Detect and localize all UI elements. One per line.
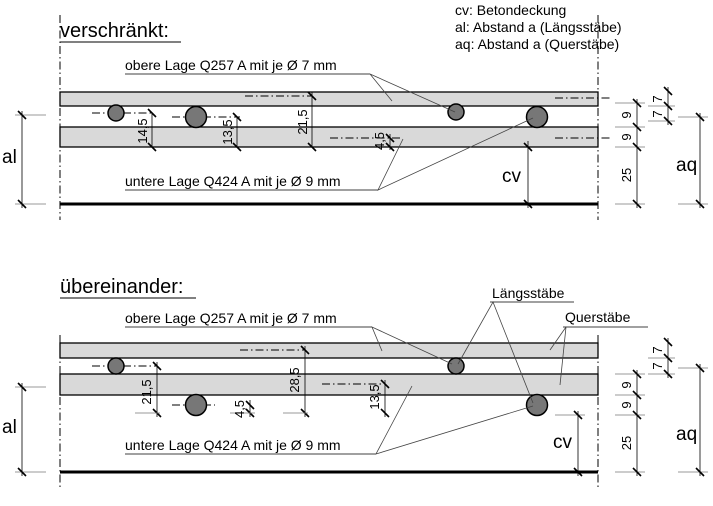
laengsstaebe-label: Längsstäbe <box>492 285 565 301</box>
section-uebereinander: übereinander: obere Lage Q257 A mit je Ø… <box>2 276 708 490</box>
dim-9: 9 <box>619 133 634 140</box>
dim-14-5: 14,5 <box>135 118 150 143</box>
rebar-longitudinal <box>525 393 549 417</box>
lower-layer-label: untere Lage Q424 A mit je Ø 9 mm <box>125 437 341 453</box>
al-label: al <box>2 417 17 438</box>
dim-7: 7 <box>650 346 665 353</box>
querstaebe-label: Querstäbe <box>565 309 631 325</box>
upper-layer-label: obere Lage Q257 A mit je Ø 7 mm <box>125 310 337 326</box>
section-verschraenkt: verschränkt: obere Lage Q257 A mit je Ø … <box>2 15 708 220</box>
dim-9: 9 <box>619 111 634 118</box>
dim-21-5: 21,5 <box>295 109 310 134</box>
dim-9: 9 <box>619 381 634 388</box>
dim-13-5: 13,5 <box>367 384 382 409</box>
dim-9: 9 <box>619 401 634 408</box>
upper-layer-label: obere Lage Q257 A mit je Ø 7 mm <box>125 57 337 73</box>
section-title: verschränkt: <box>60 20 169 42</box>
rebar-longitudinal <box>447 103 465 121</box>
rebar-longitudinal <box>525 105 549 129</box>
section-title: übereinander: <box>60 276 183 298</box>
dim-7: 7 <box>650 95 665 102</box>
cv-label: cv <box>502 166 522 187</box>
dim-4-5: 4,5 <box>232 400 247 418</box>
dim-28-5: 28,5 <box>287 367 302 392</box>
rebar-longitudinal <box>447 357 465 375</box>
dim-7: 7 <box>650 110 665 117</box>
rebar-longitudinal <box>184 393 208 417</box>
lower-layer-label: untere Lage Q424 A mit je Ø 9 mm <box>125 173 341 189</box>
lower-mesh-layer <box>59 126 599 148</box>
dim-21-5: 21,5 <box>139 379 154 404</box>
cv-label: cv <box>553 432 573 453</box>
dim-13-5: 13,5 <box>220 119 235 144</box>
upper-mesh-layer <box>59 342 599 359</box>
aq-label: aq <box>676 155 697 176</box>
rebar-longitudinal <box>107 104 125 122</box>
dim-4-5: 4,5 <box>372 132 387 150</box>
legend-al: al: Abstand a (Längsstäbe) <box>455 19 622 35</box>
aq-label: aq <box>676 424 697 445</box>
rebar-longitudinal <box>107 357 125 375</box>
al-label: al <box>2 147 17 168</box>
rebar-longitudinal <box>184 105 208 129</box>
legend-aq: aq: Abstand a (Querstäbe) <box>455 36 619 52</box>
dim-7: 7 <box>650 362 665 369</box>
dim-25: 25 <box>619 168 634 182</box>
dim-25: 25 <box>619 436 634 450</box>
upper-mesh-layer <box>59 91 599 107</box>
legend-cv: cv: Betondeckung <box>455 2 566 18</box>
